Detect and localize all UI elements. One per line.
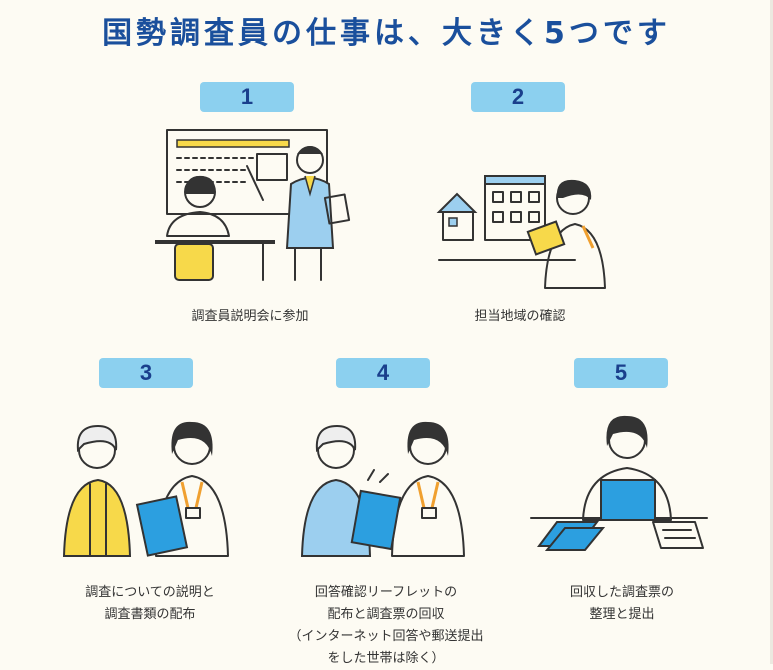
step-caption-2: 担当地域の確認 (400, 306, 640, 328)
caption-line: 回収した調査票の (569, 585, 674, 600)
step-badge-3: 3 (99, 358, 193, 388)
step-badge-1: 1 (200, 82, 294, 112)
caption-line: 調査書類の配布 (104, 607, 196, 622)
map-check-illustration (436, 175, 606, 289)
step-badge-2: 2 (471, 82, 565, 112)
caption-line: 整理と提出 (589, 607, 655, 622)
collection-illustration (300, 421, 465, 557)
step-badge-4: 4 (336, 358, 430, 388)
step-caption-3: 調査についての説明と 調査書類の配布 (30, 582, 270, 626)
step-caption-4: 回答確認リーフレットの 配布と調査票の回収 （インターネット回答や郵送提出 をし… (266, 582, 506, 670)
organize-illustration (530, 415, 708, 551)
distribution-illustration (62, 421, 229, 557)
caption-line: （インターネット回答や郵送提出 (288, 629, 484, 644)
page-border (770, 0, 773, 664)
caption-line: 調査についての説明と (85, 585, 215, 600)
caption-line: 調査員説明会に参加 (191, 309, 309, 324)
page-title: 国勢調査員の仕事は、大きく5つです (102, 16, 671, 51)
step-badge-5: 5 (574, 358, 668, 388)
caption-line: 担当地域の確認 (474, 309, 566, 324)
seminar-illustration (155, 129, 351, 281)
step-caption-1: 調査員説明会に参加 (130, 306, 370, 328)
step-caption-5: 回収した調査票の 整理と提出 (502, 582, 742, 626)
caption-line: 回答確認リーフレットの (314, 585, 458, 600)
caption-line: をした世帯は除く） (327, 651, 445, 666)
caption-line: 配布と調査票の回収 (327, 607, 445, 622)
